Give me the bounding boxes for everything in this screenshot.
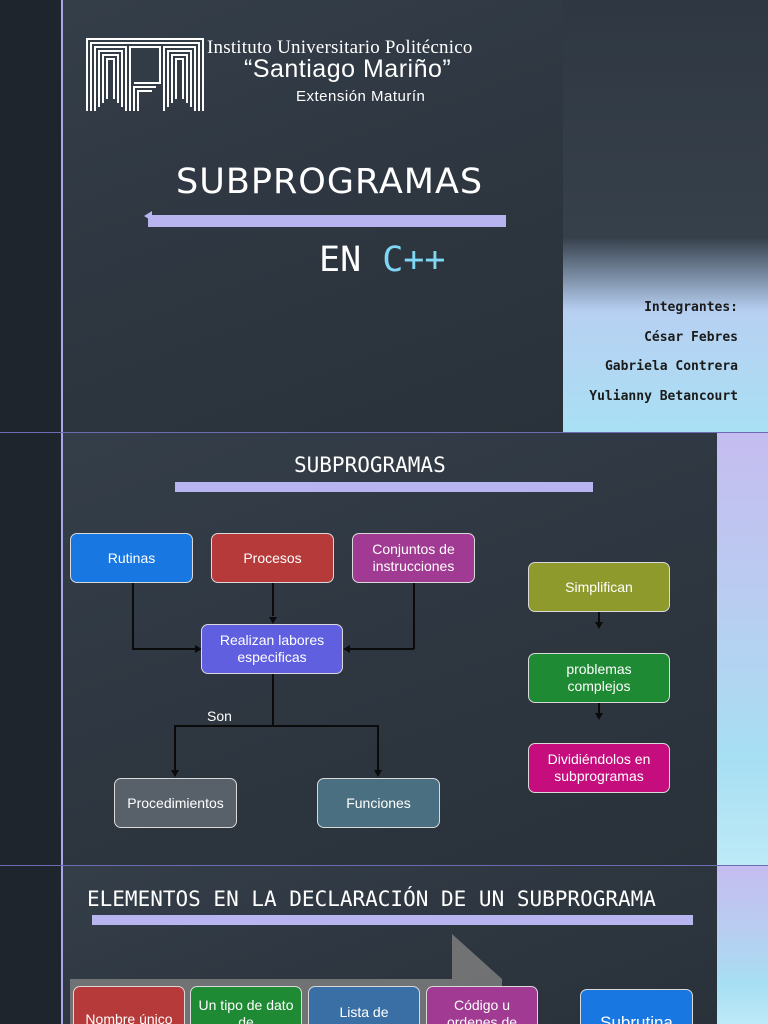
members-label: Integrantes: (644, 300, 738, 315)
connector-line (174, 725, 379, 727)
arrow-head (195, 645, 202, 653)
node-dividiendolos: Dividiéndolos en subprogramas (528, 743, 670, 793)
arrow-head (343, 645, 350, 653)
element-subrutina: Subrutina (580, 989, 693, 1024)
heading-underline-bar (92, 915, 693, 925)
logo-institute-subname: “Santiago Mariño” (244, 55, 452, 83)
element-codigo-ordenes: Código u ordenes de (426, 986, 538, 1024)
slide-diagram-heading: SUBPROGRAMAS (294, 453, 446, 477)
connector-line (174, 725, 176, 770)
member-name: César Febres (644, 329, 738, 345)
element-tipo-dato: Un tipo de dato de (190, 986, 302, 1024)
logo-extension: Extensión Maturín (296, 88, 426, 105)
slide-title: Instituto Universitario Politécnico “San… (0, 0, 768, 432)
decorative-gradient-strip (563, 0, 768, 432)
vertical-accent-line (61, 866, 63, 1024)
arrow-head (595, 713, 603, 720)
arrow-head (171, 770, 179, 777)
heading-underline-bar (175, 482, 593, 492)
slide-elements-heading: ELEMENTOS EN LA DECLARACIÓN DE UN SUBPRO… (87, 887, 656, 911)
connector-line (132, 583, 134, 649)
element-lista: Lista de (308, 986, 420, 1024)
title-underline-bar (148, 215, 506, 227)
subtitle-accent: C++ (382, 240, 446, 280)
edge-label-son: Son (207, 708, 232, 724)
node-funciones: Funciones (317, 778, 440, 828)
vertical-accent-line (61, 433, 63, 865)
slide-subtitle: EN C++ (319, 240, 445, 280)
node-conjuntos-instrucciones: Conjuntos de instrucciones (352, 533, 475, 583)
node-rutinas: Rutinas (70, 533, 193, 583)
arrow-head (269, 617, 277, 624)
decorative-gradient-strip (717, 866, 768, 1024)
slide-separator (0, 432, 768, 433)
node-simplifican: Simplifican (528, 562, 670, 612)
node-procesos: Procesos (211, 533, 334, 583)
connector-line (350, 648, 414, 650)
node-realizan-labores: Realizan labores especificas (201, 624, 343, 674)
element-nombre-unico: Nombre único (73, 986, 185, 1024)
title-underline-arrow (144, 211, 152, 221)
slide-subprogramas-diagram: SUBPROGRAMAS Rutinas Procesos Conjuntos … (0, 433, 768, 865)
logo-institute-name: Instituto Universitario Politécnico (207, 37, 473, 58)
institute-logo (86, 38, 204, 112)
member-name: Yulianny Betancourt (589, 388, 738, 404)
subtitle-prefix: EN (319, 240, 362, 280)
slide-title-heading: SUBPROGRAMAS (176, 162, 484, 202)
slide-elementos-declaracion: ELEMENTOS EN LA DECLARACIÓN DE UN SUBPRO… (0, 866, 768, 1024)
node-procedimientos: Procedimientos (114, 778, 237, 828)
connector-line (132, 648, 196, 650)
slide-separator (0, 865, 768, 866)
connector-line (598, 703, 600, 713)
vertical-accent-line (61, 0, 63, 432)
members-list: Integrantes: César Febres Gabriela Contr… (589, 293, 738, 411)
member-name: Gabriela Contrera (604, 359, 738, 374)
logo-maze-icon (86, 38, 204, 111)
connector-line (272, 674, 274, 726)
node-problemas-complejos: problemas complejos (528, 653, 670, 703)
arrow-head (595, 622, 603, 629)
connector-line (377, 725, 379, 770)
connector-line (413, 583, 415, 649)
decorative-gradient-strip (717, 433, 768, 865)
connector-line (598, 612, 600, 622)
arrow-head (374, 770, 382, 777)
connector-line (272, 583, 274, 616)
